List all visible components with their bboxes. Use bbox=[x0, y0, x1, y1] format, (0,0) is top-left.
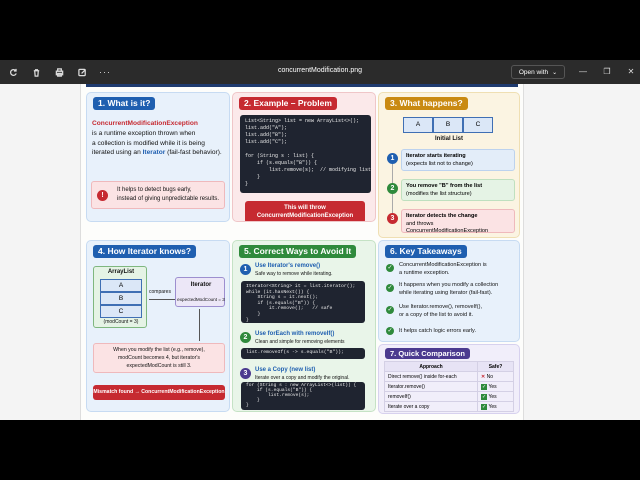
step-1: Iterator starts iterating(expects list n… bbox=[401, 149, 515, 171]
list-cell: C bbox=[463, 117, 493, 133]
close-icon[interactable]: ✕ bbox=[627, 66, 635, 76]
panel-title: 7. Quick Comparison bbox=[385, 348, 471, 359]
check-icon: ✓ bbox=[481, 403, 488, 410]
toolbar: ··· bbox=[6, 65, 112, 79]
title-bar: ··· concurrentModification.png Open with… bbox=[0, 60, 640, 84]
arraylist-box: ArrayList A B C (modCount = 3) bbox=[93, 266, 147, 328]
edit-icon[interactable] bbox=[75, 65, 89, 79]
panel-title: 5. Correct Ways to Avoid It bbox=[239, 245, 357, 258]
panel-title: 1. What is it? bbox=[93, 97, 156, 110]
print-icon[interactable] bbox=[52, 65, 66, 79]
caption: Initial List bbox=[434, 136, 463, 142]
step-number: 2 bbox=[387, 183, 398, 194]
step-number: 1 bbox=[387, 153, 398, 164]
step-number: 3 bbox=[387, 213, 398, 224]
way-1-title: Use Iterator's remove() bbox=[255, 263, 321, 269]
table-row: Direct remove() inside for-each✕ No bbox=[384, 371, 514, 382]
check-icon: ✓ bbox=[386, 306, 394, 314]
panel-correct-ways: 5. Correct Ways to Avoid It 1 Use Iterat… bbox=[232, 240, 376, 412]
delete-icon[interactable] bbox=[29, 65, 43, 79]
panel-what-is-it: 1. What is it? ConcurrentModificationExc… bbox=[86, 92, 230, 222]
problem-code: List<String> list = new ArrayList<>(); l… bbox=[240, 115, 371, 193]
maximize-icon[interactable]: ❐ bbox=[603, 66, 611, 76]
open-with-button[interactable]: Open with⌄ bbox=[511, 65, 565, 79]
way-2-title: Use forEach with removeIf() bbox=[255, 331, 335, 337]
way-number: 2 bbox=[240, 332, 251, 343]
way-1-code: Iterator<String> it = list.iterator(); w… bbox=[241, 281, 365, 323]
panel-title: 6. Key Takeaways bbox=[385, 245, 467, 258]
cross-icon: ✕ bbox=[481, 373, 486, 380]
error-box: This will throw ConcurrentModificationEx… bbox=[245, 201, 365, 221]
image-top-border bbox=[86, 84, 518, 87]
panel-title: 2. Example – Problem bbox=[239, 97, 337, 110]
alert-icon: ! bbox=[97, 190, 108, 201]
way-1-sub: Safe way to remove while iterating. bbox=[255, 271, 333, 277]
panel-title: 4. How Iterator knows? bbox=[93, 245, 197, 258]
mismatch-note: When you modify the list (e.g., remove),… bbox=[93, 343, 225, 373]
more-icon[interactable]: ··· bbox=[99, 67, 111, 77]
check-icon: ✓ bbox=[386, 284, 394, 292]
down-arrow bbox=[199, 309, 200, 341]
way-number: 1 bbox=[240, 264, 251, 275]
list-cell: B bbox=[100, 292, 142, 305]
panel-key-takeaways: 6. Key Takeaways ✓ ConcurrentModificatio… bbox=[378, 240, 520, 342]
mismatch-box: Mismatch found → ConcurrentModificationE… bbox=[93, 385, 225, 400]
check-icon: ✓ bbox=[481, 393, 488, 400]
compare-arrow bbox=[149, 299, 175, 300]
way-3-code: for (String s : new ArrayList<>(list)) {… bbox=[241, 382, 365, 410]
way-2-code: list.removeIf(s -> s.equals("B")); bbox=[241, 348, 365, 359]
alert-box: ! It helps to detect bugs early, instead… bbox=[91, 181, 225, 209]
table-row: Iterate over a copy✓ Yes bbox=[384, 401, 514, 412]
check-icon: ✓ bbox=[481, 383, 488, 390]
check-icon: ✓ bbox=[386, 264, 394, 272]
panel-title: 3. What happens? bbox=[385, 97, 468, 110]
way-3-sub: Iterate over a copy and modify the origi… bbox=[255, 375, 350, 381]
way-2-sub: Clean and simple for removing elements bbox=[255, 339, 345, 345]
step-2: You remove "B" from the list(modifies th… bbox=[401, 179, 515, 201]
compares-label: compares bbox=[149, 289, 171, 295]
table-row: removeIf()✓ Yes bbox=[384, 391, 514, 402]
iterator-box: Iterator expectedModCount = 3 bbox=[175, 277, 225, 307]
panel-how-iterator-knows: 4. How Iterator knows? ArrayList A B C (… bbox=[86, 240, 230, 412]
screen-bottom bbox=[0, 420, 640, 480]
panel-example-problem: 2. Example – Problem List<String> list =… bbox=[232, 92, 376, 222]
list-cell: A bbox=[100, 279, 142, 292]
panel-what-happens: 3. What happens? A B C Initial List 1 It… bbox=[378, 92, 520, 238]
table-row: Iterator.remove()✓ Yes bbox=[384, 381, 514, 392]
minimize-icon[interactable]: — bbox=[579, 66, 587, 76]
rotate-icon[interactable] bbox=[6, 65, 20, 79]
list-cell: C bbox=[100, 305, 142, 318]
chevron-down-icon: ⌄ bbox=[552, 69, 558, 76]
check-icon: ✓ bbox=[386, 327, 394, 335]
list-cell: B bbox=[433, 117, 463, 133]
way-number: 3 bbox=[240, 368, 251, 379]
description: ConcurrentModificationException is a run… bbox=[92, 120, 222, 157]
open-with-label: Open with bbox=[518, 68, 549, 76]
window-title: concurrentModification.png bbox=[277, 67, 363, 74]
list-cell: A bbox=[403, 117, 433, 133]
way-3-title: Use a Copy (new list) bbox=[255, 367, 316, 373]
